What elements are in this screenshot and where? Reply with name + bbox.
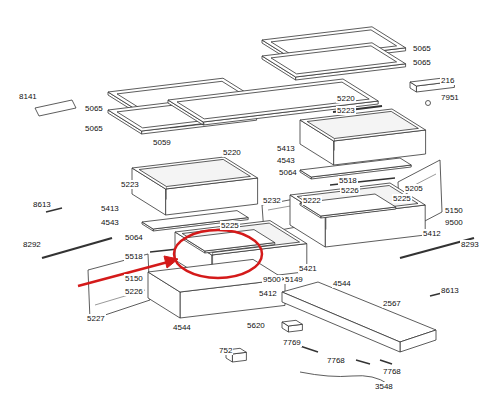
callout-number: 3548: [374, 382, 394, 391]
screw: [356, 360, 370, 364]
callout-number: 5064: [278, 168, 298, 177]
callout-number: 5065: [412, 44, 432, 53]
callout-number: 8613: [32, 200, 52, 209]
end-cap: [35, 100, 76, 116]
callout-number: 5220: [222, 148, 242, 157]
callout-number: 752: [218, 346, 233, 355]
cover-panel: [177, 82, 369, 119]
callout-number: 4543: [276, 156, 296, 165]
callout-number: 5220: [336, 94, 356, 103]
callout-number: 5412: [422, 229, 442, 238]
crisper-drawer: [290, 183, 425, 217]
callout-number: 4544: [172, 323, 192, 332]
drawer: [166, 187, 167, 200]
callout-number: 5413: [100, 204, 120, 213]
callout-number: 5065: [84, 104, 104, 113]
drawer: [132, 157, 258, 189]
callout-number: 5226: [340, 186, 360, 195]
callout-number: 5223: [336, 106, 356, 115]
callout-number: 8141: [18, 92, 38, 101]
drawer-plate: [300, 158, 411, 177]
callout-number: 5149: [284, 275, 304, 284]
glass-shelf: [271, 46, 397, 74]
callout-number: 5232: [262, 196, 282, 205]
drawer: [334, 139, 335, 151]
drawer: [139, 159, 250, 186]
glass-shelf: [262, 43, 406, 77]
callout-number: 5059: [152, 138, 172, 147]
callout-number: 5518: [338, 176, 358, 185]
callout-number: 9500: [262, 275, 282, 284]
callout-number: 216: [440, 76, 455, 85]
callout-number: 5518: [124, 252, 144, 261]
callout-number: 8613: [440, 286, 460, 295]
cover-trim: [170, 124, 205, 128]
control-housing: [400, 330, 436, 352]
callout-number: 5205: [404, 184, 424, 193]
callout-number: 8292: [22, 240, 42, 249]
callout-number: 2567: [382, 299, 402, 308]
callout-number: 5150: [124, 274, 144, 283]
callout-number: 5064: [124, 233, 144, 242]
callout-number: 7768: [326, 356, 346, 365]
highlight-arrow: [78, 262, 168, 286]
callout-number: 8293: [460, 240, 480, 249]
rod: [42, 238, 112, 258]
drawer-plate: [142, 211, 248, 229]
crisper-drawer: [182, 223, 299, 252]
callout-number: 5413: [276, 144, 296, 153]
arrow-head: [164, 256, 178, 268]
callout-number: 7769: [282, 338, 302, 347]
callout-number: 5421: [298, 264, 318, 273]
callout-number: 5150: [444, 206, 464, 215]
callout-number: 5225: [220, 221, 240, 230]
callout-number: 5225: [392, 194, 412, 203]
drawer: [307, 111, 418, 138]
callout-number: 5412: [258, 289, 278, 298]
callout-number: 5227: [86, 314, 106, 323]
callout-number: 5222: [302, 196, 322, 205]
callout-number: 5065: [84, 124, 104, 133]
callout-number: 5223: [120, 180, 140, 189]
clip-part: [426, 101, 431, 106]
callout-number: 5226: [124, 287, 144, 296]
crisper-lid: [300, 194, 396, 216]
drawer: [300, 109, 426, 141]
callout-number: 7951: [440, 93, 460, 102]
screw: [380, 360, 392, 364]
callout-number: 5620: [246, 321, 266, 330]
bracket-part: [282, 320, 302, 326]
side-panel: [88, 254, 150, 320]
highlight-ellipse: [174, 230, 262, 278]
screw: [300, 346, 318, 352]
callout-number: 9500: [444, 218, 464, 227]
callout-number: 4544: [332, 279, 352, 288]
callout-number: 7768: [382, 367, 402, 376]
crisper-drawer: [175, 221, 307, 255]
callout-number: 5065: [412, 58, 432, 67]
callout-number: 4543: [100, 218, 120, 227]
